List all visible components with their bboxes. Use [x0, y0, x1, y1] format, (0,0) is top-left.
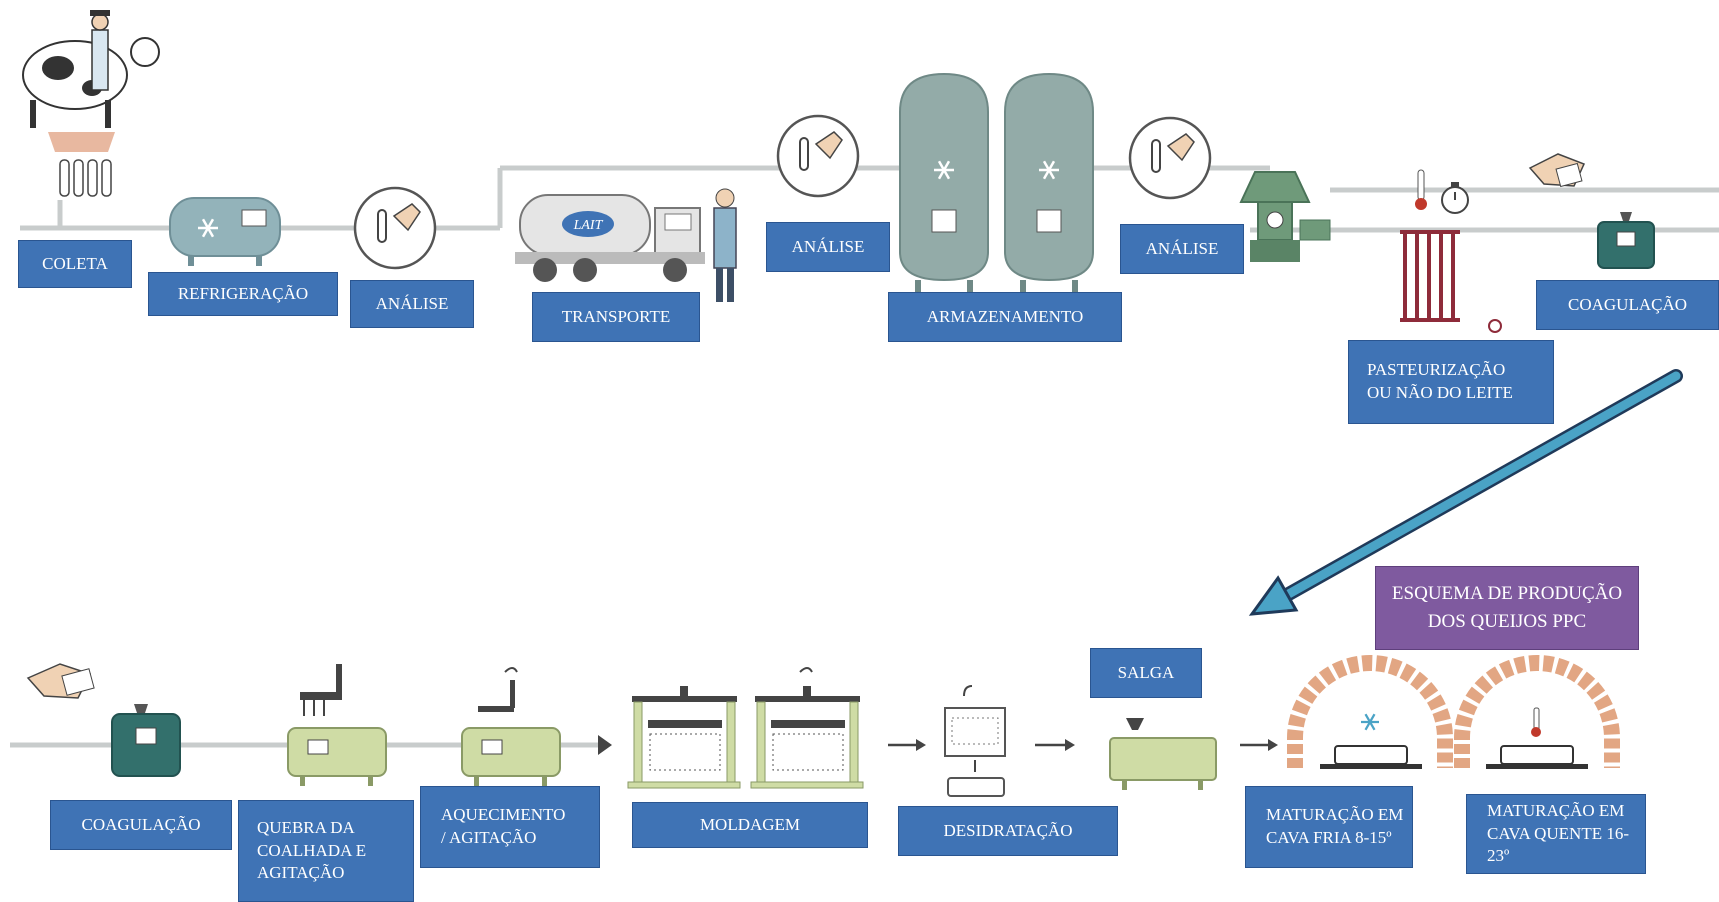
label-pasteurizacao-text: PASTEURIZAÇÃO OU NÃO DO LEITE [1367, 360, 1513, 402]
label-salga-text: SALGA [1117, 662, 1175, 682]
cow-farmer-icon [22, 10, 160, 128]
milk-truck-icon: LAIT [515, 194, 705, 282]
label-moldagem-text: MOLDAGEM [699, 814, 801, 834]
truck-logo-text: LAIT [573, 218, 604, 233]
milking-unit-icon [48, 132, 115, 197]
driver-icon [713, 188, 737, 302]
cooling-tank-icon [169, 197, 281, 266]
label-aquecimento-text: AQUECIMENTO / AGITAÇÃO [441, 805, 566, 847]
cold-cave-icon [1287, 655, 1453, 769]
label-coagulacao-1-text: COAGULAÇÃO [1568, 294, 1687, 314]
press-icon-1 [627, 686, 741, 789]
label-aquecimento: AQUECIMENTO / AGITAÇÃO [420, 786, 600, 868]
label-refrigeracao-text: REFRIGERAÇÃO [177, 283, 309, 303]
label-desidratacao-text: DESIDRATAÇÃO [943, 820, 1073, 840]
row2-pipes [10, 735, 1278, 755]
hand-rennet-icon-2 [26, 663, 95, 699]
label-maturacao-quente-text: MATURAÇÃO EM CAVA QUENTE 16-23º [1487, 800, 1629, 866]
analysis-icon-2 [776, 114, 860, 198]
label-desidratacao: DESIDRATAÇÃO [898, 806, 1118, 856]
label-armazenamento-text: ARMAZENAMENTO [926, 306, 1084, 326]
diagonal-arrow [1248, 369, 1683, 616]
label-coagulacao-1: COAGULAÇÃO [1536, 280, 1719, 330]
timer-icon [1441, 182, 1469, 214]
storage-tank-icon-1 [899, 72, 989, 296]
label-coleta-text: COLETA [42, 253, 108, 273]
label-transporte-text: TRANSPORTE [561, 306, 671, 326]
label-quebra: QUEBRA DA COALHADA E AGITAÇÃO [238, 800, 414, 902]
label-analise-3-text: ANÁLISE [1145, 238, 1219, 258]
label-salga: SALGA [1090, 648, 1202, 698]
label-maturacao-quente: MATURAÇÃO EM CAVA QUENTE 16-23º [1466, 794, 1646, 874]
analysis-icon-1 [353, 186, 437, 270]
label-analise-2-text: ANÁLISE [791, 236, 865, 256]
coagulation-vat-icon-1 [1597, 212, 1655, 269]
label-analise-2: ANÁLISE [766, 222, 890, 272]
label-armazenamento: ARMAZENAMENTO [888, 292, 1122, 342]
label-coleta: COLETA [18, 240, 132, 288]
thermometer-icon [1415, 169, 1427, 210]
label-pasteurizacao: PASTEURIZAÇÃO OU NÃO DO LEITE [1348, 340, 1554, 424]
label-refrigeracao: REFRIGERAÇÃO [148, 272, 338, 316]
hand-rennet-icon-1 [1528, 153, 1586, 188]
label-analise-1-text: ANÁLISE [375, 293, 449, 313]
salting-icon [1109, 718, 1217, 790]
coagulation-vat-icon-2 [111, 704, 181, 777]
label-coagulacao-2-text: COAGULAÇÃO [81, 814, 201, 834]
press-icon-2 [750, 667, 864, 789]
label-coagulacao-2: COAGULAÇÃO [50, 800, 232, 850]
storage-tank-icon-2 [1004, 72, 1094, 296]
label-transporte: TRANSPORTE [532, 292, 700, 342]
dehydration-icon [944, 685, 1006, 797]
label-moldagem: MOLDAGEM [632, 802, 868, 848]
warm-cave-icon [1454, 655, 1620, 769]
label-quebra-text: QUEBRA DA COALHADA E AGITAÇÃO [257, 817, 367, 883]
centrifuge-icon [1239, 171, 1331, 262]
label-analise-3: ANÁLISE [1120, 224, 1244, 274]
diagram-title: ESQUEMA DE PRODUÇÃO DOS QUEIJOS PPC [1375, 566, 1639, 650]
label-maturacao-fria-text: MATURAÇÃO EM CAVA FRIA 8-15º [1266, 805, 1404, 847]
diagram-title-text: ESQUEMA DE PRODUÇÃO DOS QUEIJOS PPC [1391, 583, 1623, 632]
heating-stirring-icon [461, 667, 561, 786]
analysis-icon-3 [1128, 116, 1212, 200]
label-analise-1: ANÁLISE [350, 280, 474, 328]
radiator-icon [1400, 230, 1502, 333]
curd-cutter-icon [287, 664, 387, 786]
label-maturacao-fria: MATURAÇÃO EM CAVA FRIA 8-15º [1245, 786, 1413, 868]
